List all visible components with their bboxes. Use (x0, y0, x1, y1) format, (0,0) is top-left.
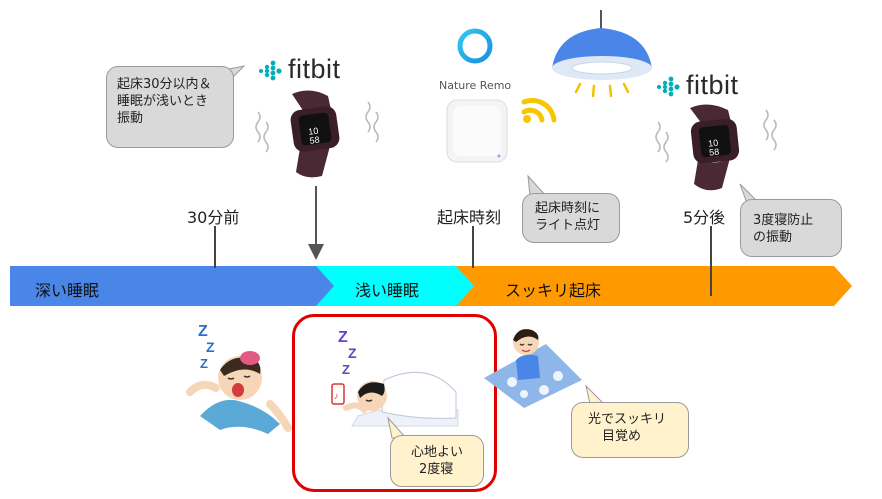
snooze-person-icon: Z Z Z ♪ (331, 329, 459, 427)
svg-text:58: 58 (709, 147, 720, 158)
fitbit-brand-right: fitbit (686, 70, 739, 100)
waking-person-icon (484, 329, 582, 408)
ceiling-light-icon (552, 10, 652, 98)
fitbit-watch-right-icon: 10 58 (690, 104, 740, 191)
svg-text:Z: Z (348, 345, 357, 361)
bubble-nap-line1: 心地よい (411, 445, 464, 460)
wifi-signal-icon (521, 97, 557, 123)
svg-text:♪: ♪ (334, 391, 339, 401)
fitbit-brand-left: fitbit (288, 54, 341, 84)
nature-remo-logo-icon (457, 28, 493, 64)
marker-tick-wake (472, 226, 474, 268)
svg-text:58: 58 (309, 135, 320, 146)
segment-label-wake: スッキリ起床 (505, 281, 602, 300)
highlight-frame (292, 314, 497, 492)
bubble-light-line2: ライト点灯 (535, 218, 601, 233)
bubble-light-line1: 起床時刻に (535, 201, 601, 216)
bubble-wake-with-light: 光でスッキリ 目覚め (571, 402, 689, 458)
bubble-vibrate-line3: 振動 (117, 111, 144, 126)
segment-wake (450, 266, 852, 306)
nature-remo-brand: Nature Remo (439, 79, 512, 92)
bubble-wake-line2: 目覚め (602, 429, 642, 444)
bubble-snooze-vibrate: 3度寝防止 の振動 (740, 199, 842, 257)
bubble-snooze-line2: の振動 (753, 230, 793, 245)
segment-label-deep: 深い睡眠 (35, 281, 100, 300)
nature-remo-device-icon (446, 99, 508, 163)
bubble-wake-line1: 光でスッキリ (588, 412, 667, 427)
vibration-left-icon (255, 101, 379, 153)
bubble-vibrate-line2: 睡眠が浅いとき (117, 94, 209, 109)
timeline-bar (10, 266, 852, 306)
segment-label-light: 浅い睡眠 (355, 281, 420, 300)
fitbit-logo-right-icon (657, 76, 680, 97)
svg-text:Z: Z (338, 329, 348, 346)
marker-tick-5min (710, 226, 712, 296)
svg-text:Z: Z (198, 323, 208, 340)
bubble-nap-line2: 2度寝 (419, 462, 454, 477)
svg-text:Z: Z (200, 356, 208, 371)
marker-label-5min: 5分後 (683, 208, 726, 227)
bubble-light-on: 起床時刻に ライト点灯 (522, 193, 620, 243)
vibration-right-icon (655, 109, 777, 163)
svg-text:10: 10 (708, 138, 719, 149)
marker-label-30min: 30分前 (187, 208, 240, 227)
segment-deep (10, 266, 334, 306)
fitbit-watch-icon: 10 58 (290, 90, 340, 178)
svg-text:Z: Z (206, 339, 215, 355)
fitbit-logo-icon (259, 60, 282, 81)
marker-tick-30min (214, 226, 216, 268)
bubble-snooze-line1: 3度寝防止 (753, 213, 814, 228)
arrow-down-icon (308, 186, 324, 260)
bubble-vibrate-light-sleep: 起床30分以内＆ 睡眠が浅いとき 振動 (106, 66, 234, 148)
bubble-comfortable-nap: 心地よい 2度寝 (390, 435, 484, 487)
segment-light (314, 266, 474, 306)
marker-label-wake: 起床時刻 (437, 208, 502, 227)
deep-sleep-person-icon: Z Z Z (186, 323, 292, 434)
svg-text:Z: Z (342, 362, 350, 377)
svg-text:10: 10 (308, 126, 319, 137)
bubble-vibrate-line1: 起床30分以内＆ (117, 77, 212, 92)
